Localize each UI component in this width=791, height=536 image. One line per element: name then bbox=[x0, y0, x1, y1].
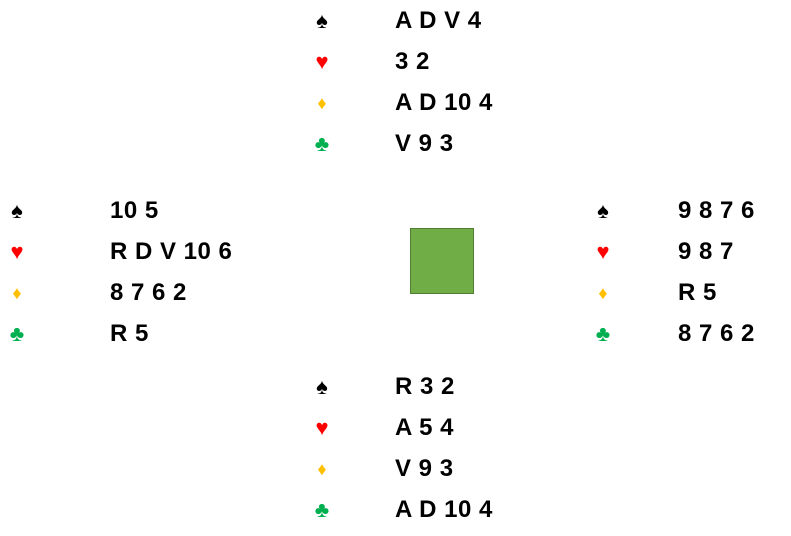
club-icon: ♣ bbox=[314, 497, 330, 522]
east-clubs-cards: 8 7 6 2 bbox=[678, 320, 755, 347]
heart-icon: ♥ bbox=[315, 415, 329, 440]
heart-icon: ♥ bbox=[10, 239, 24, 264]
south-clubs-cards: A D 10 4 bbox=[395, 496, 493, 523]
club-icon: ♣ bbox=[9, 321, 25, 346]
spade-icon: ♠ bbox=[316, 374, 328, 399]
west-spades-cards: 10 5 bbox=[110, 197, 159, 224]
spade-icon: ♠ bbox=[11, 198, 23, 223]
club-icon: ♣ bbox=[314, 131, 330, 156]
east-hearts-cards: 9 8 7 bbox=[678, 238, 734, 265]
heart-icon: ♥ bbox=[315, 49, 329, 74]
west-hearts-cards: R D V 10 6 bbox=[110, 238, 233, 265]
north-diamonds-cards: A D 10 4 bbox=[395, 89, 493, 116]
south-diamonds-cards: V 9 3 bbox=[395, 455, 454, 482]
west-clubs-cards: R 5 bbox=[110, 320, 149, 347]
north-clubs-cards: V 9 3 bbox=[395, 130, 454, 157]
east-spades-cards: 9 8 7 6 bbox=[678, 197, 755, 224]
diamond-icon: ♦ bbox=[12, 283, 22, 303]
club-icon: ♣ bbox=[595, 321, 611, 346]
table-center-square bbox=[410, 228, 474, 294]
west-diamonds-cards: 8 7 6 2 bbox=[110, 279, 187, 306]
spade-icon: ♠ bbox=[597, 198, 609, 223]
east-diamonds-cards: R 5 bbox=[678, 279, 717, 306]
diamond-icon: ♦ bbox=[317, 93, 327, 113]
diamond-icon: ♦ bbox=[317, 459, 327, 479]
heart-icon: ♥ bbox=[596, 239, 610, 264]
south-spades-cards: R 3 2 bbox=[395, 373, 455, 400]
north-spades-cards: A D V 4 bbox=[395, 7, 482, 34]
south-hearts-cards: A 5 4 bbox=[395, 414, 454, 441]
north-hearts-cards: 3 2 bbox=[395, 48, 430, 75]
spade-icon: ♠ bbox=[316, 8, 328, 33]
diamond-icon: ♦ bbox=[598, 283, 608, 303]
